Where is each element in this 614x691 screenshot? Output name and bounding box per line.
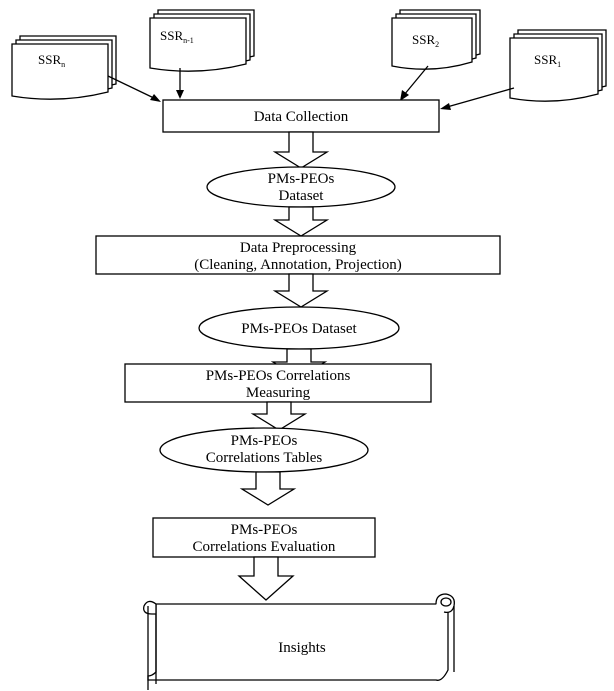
flow-arrow-3 bbox=[272, 273, 330, 308]
flow-arrow-1 bbox=[272, 131, 330, 169]
flow-arrow-2 bbox=[272, 206, 330, 237]
document-ssr-2-label: SSR2 bbox=[412, 32, 439, 49]
data-collection-box: Data Collection bbox=[162, 99, 440, 133]
correlations-evaluation-line-2: Correlations Evaluation bbox=[193, 539, 336, 555]
document-ssr-n-minus-1: SSRn-1 bbox=[149, 9, 255, 72]
correlations-evaluation-box: PMs-PEOs Correlations Evaluation bbox=[152, 517, 376, 558]
dataset-1-line-2: Dataset bbox=[279, 188, 325, 204]
data-collection-label: Data Collection bbox=[254, 109, 349, 125]
correlations-evaluation-line-1: PMs-PEOs bbox=[231, 522, 298, 538]
flow-arrow-7 bbox=[237, 556, 295, 601]
correlations-measuring-line-1: PMs-PEOs Correlations bbox=[206, 368, 351, 384]
insights-scroll: Insights bbox=[143, 593, 455, 690]
dataset-2-label: PMs-PEOs Dataset bbox=[241, 321, 357, 337]
correlations-measuring-box: PMs-PEOs Correlations Measuring bbox=[124, 363, 432, 403]
preprocessing-line-1: Data Preprocessing bbox=[240, 240, 357, 256]
flow-arrow-5 bbox=[250, 401, 308, 431]
preprocessing-line-2: (Cleaning, Annotation, Projection) bbox=[194, 257, 401, 273]
connector-ssr-2 bbox=[403, 65, 429, 96]
document-ssr-n-label: SSRn bbox=[38, 52, 65, 69]
data-preprocessing-box: Data Preprocessing (Cleaning, Annotation… bbox=[95, 235, 501, 275]
document-ssr-1: SSR1 bbox=[509, 29, 607, 102]
correlations-tables-line-1: PMs-PEOs bbox=[231, 433, 298, 449]
correlations-tables-line-2: Correlations Tables bbox=[206, 450, 323, 466]
dataset-ellipse-2: PMs-PEOs Dataset bbox=[198, 306, 400, 350]
arrowhead-ssr-2 bbox=[400, 90, 409, 101]
connector-ssr-1 bbox=[446, 87, 515, 108]
dataset-1-line-1: PMs-PEOs bbox=[268, 171, 335, 187]
arrowhead-ssr-1 bbox=[440, 103, 451, 110]
document-ssr-n-minus-1-label: SSRn-1 bbox=[160, 28, 194, 45]
document-ssr-2: SSR2 bbox=[391, 9, 481, 70]
dataset-ellipse-1: PMs-PEOs Dataset bbox=[206, 166, 396, 208]
arrowhead-ssr-n bbox=[150, 94, 161, 102]
correlations-tables-ellipse: PMs-PEOs Correlations Tables bbox=[159, 427, 369, 473]
document-ssr-1-label: SSR1 bbox=[534, 52, 561, 69]
insights-label: Insights bbox=[278, 640, 326, 656]
connector-ssr-n bbox=[107, 75, 159, 101]
flow-arrow-6 bbox=[239, 471, 297, 506]
document-ssr-n: SSRn bbox=[11, 35, 117, 100]
arrowhead-ssr-n-minus-1 bbox=[176, 90, 184, 99]
document-connectors bbox=[107, 65, 515, 110]
correlations-measuring-line-2: Measuring bbox=[246, 385, 311, 401]
